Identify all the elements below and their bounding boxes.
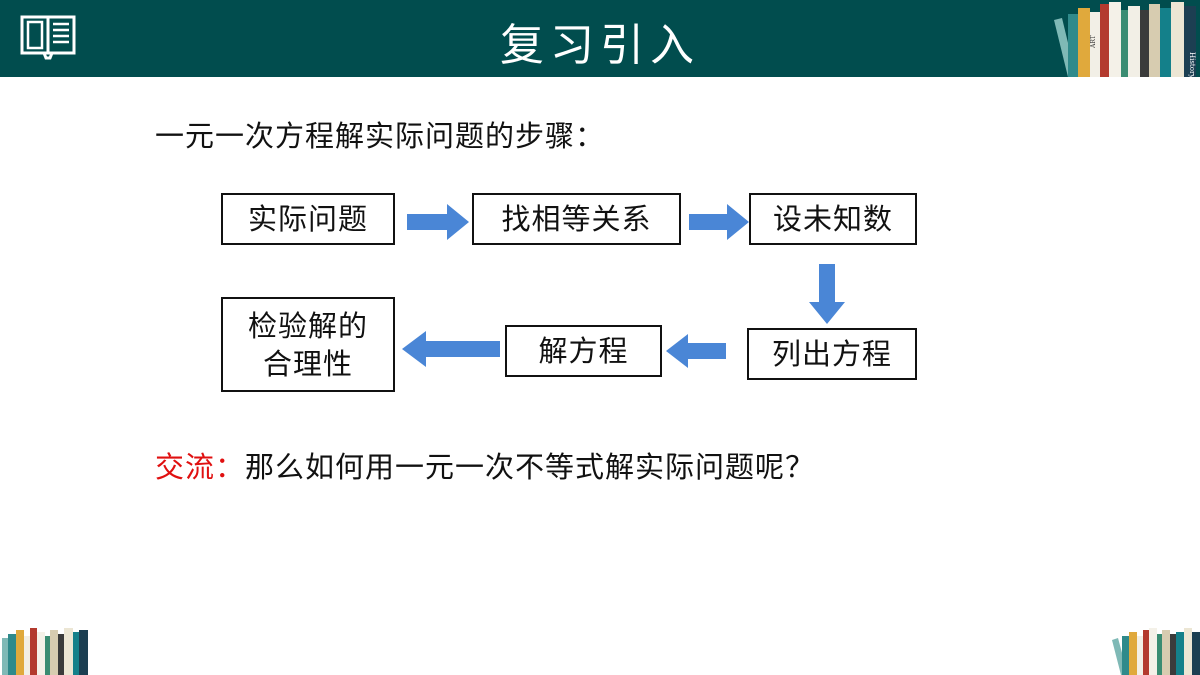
exchange-label: 交流： — [155, 450, 246, 484]
arrow-right-2 — [689, 204, 749, 240]
step-verify-solution: 检验解的 合理性 — [221, 297, 395, 392]
books-decoration-icon: ART History — [1054, 2, 1196, 77]
step-verify-line1: 检验解的 — [247, 308, 368, 343]
arrow-down — [809, 264, 845, 324]
step-verify-line2: 合理性 — [262, 346, 353, 381]
exchange-question-text: 那么如何用一元一次不等式解实际问题呢？ — [245, 450, 816, 484]
arrow-right-1 — [407, 204, 469, 240]
svg-text:ART: ART — [1090, 35, 1097, 49]
svg-text:History: History — [1188, 52, 1196, 77]
step-find-equal-relation: 找相等关系 — [472, 193, 681, 245]
exchange-question: 交流：那么如何用一元一次不等式解实际问题呢？ — [155, 444, 815, 486]
open-book-icon — [20, 15, 76, 60]
books-bottom-left-icon — [2, 628, 88, 675]
arrow-left-2 — [402, 331, 500, 367]
books-bottom-right-icon — [1112, 628, 1200, 675]
step-actual-problem: 实际问题 — [221, 193, 395, 245]
header-bar: 复习引入 ART History — [0, 0, 1200, 77]
steps-intro-text: 一元一次方程解实际问题的步骤： — [155, 119, 606, 153]
step-set-unknown: 设未知数 — [749, 193, 917, 245]
step-solve-equation: 解方程 — [505, 325, 662, 377]
step-write-equation: 列出方程 — [747, 328, 917, 380]
arrow-left-1 — [666, 334, 726, 368]
page-title: 复习引入 — [500, 20, 700, 71]
